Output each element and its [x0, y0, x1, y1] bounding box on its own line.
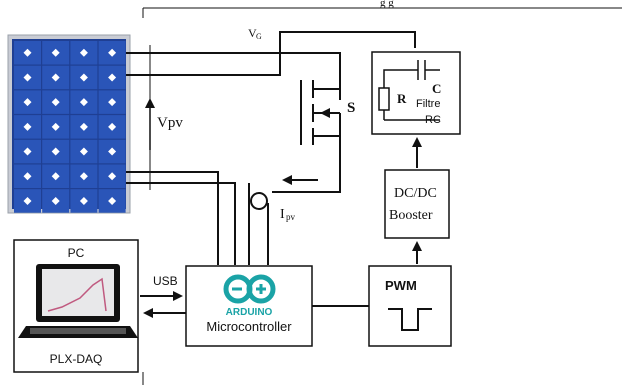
- microcontroller-label: Microcontroller: [206, 319, 292, 334]
- solar-cell-highlight: [79, 122, 88, 131]
- solar-cell-highlight: [79, 147, 88, 156]
- usb-label: USB: [153, 274, 178, 288]
- solar-cell-highlight: [79, 172, 88, 181]
- pc-label: PC: [68, 246, 85, 260]
- solar-cell-highlight: [23, 147, 32, 156]
- current-sensor-icon: [250, 192, 268, 210]
- solar-cell-highlight: [51, 196, 60, 205]
- solar-cell-highlight: [51, 98, 60, 107]
- solar-cell-highlight: [23, 73, 32, 82]
- solar-cell-highlight: [108, 98, 117, 107]
- svg-text:G: G: [256, 32, 262, 41]
- solar-cell-highlight: [23, 48, 32, 57]
- microcontroller-box: [185, 265, 313, 347]
- arduino-logo-icon: [223, 274, 276, 304]
- pwm-pulse-icon: [388, 308, 432, 331]
- solar-cell-highlight: [79, 196, 88, 205]
- solar-panel-icon: [7, 34, 131, 214]
- mosfet-arrow-icon: [320, 108, 330, 118]
- caption-fragment: g g: [380, 0, 394, 9]
- solar-cell-highlight: [79, 48, 88, 57]
- resistor-label: R: [397, 91, 407, 106]
- solar-cell-highlight: [108, 122, 117, 131]
- dcdc-booster-box: [384, 169, 450, 239]
- solar-cell-highlight: [51, 147, 60, 156]
- pwm-box: [368, 265, 452, 347]
- vpv-label: Vpv: [157, 115, 183, 131]
- ipv-label: I pv: [280, 207, 296, 222]
- solar-cell-highlight: [108, 73, 117, 82]
- pwm-label: PWM: [385, 278, 417, 293]
- mosfet-switch-icon: [300, 80, 341, 145]
- laptop-icon: [18, 264, 138, 338]
- svg-text:pv: pv: [286, 212, 296, 222]
- solar-cell-highlight: [23, 98, 32, 107]
- solar-cell-highlight: [108, 48, 117, 57]
- resistor-icon: [378, 87, 390, 111]
- svg-text:V: V: [248, 26, 257, 40]
- svg-text:I: I: [280, 207, 285, 222]
- dcdc-label-line1: DC/DC: [394, 186, 437, 201]
- solar-cell-highlight: [51, 122, 60, 131]
- solar-cell-highlight: [51, 48, 60, 57]
- solar-cell-highlight: [51, 172, 60, 181]
- solar-cell-highlight: [79, 73, 88, 82]
- dcdc-label-line2: Booster: [389, 208, 433, 223]
- solar-cell-highlight: [108, 172, 117, 181]
- solar-cell-highlight: [108, 147, 117, 156]
- switch-label: S: [347, 100, 355, 116]
- vg-label: V G: [248, 26, 262, 41]
- arduino-label: ARDUINO: [226, 307, 273, 318]
- solar-cell-highlight: [23, 122, 32, 131]
- solar-cell-highlight: [108, 196, 117, 205]
- solar-cell-highlight: [79, 98, 88, 107]
- filtre-label-line1: Filtre: [416, 98, 440, 110]
- solar-cell-highlight: [23, 172, 32, 181]
- solar-cell-highlight: [51, 73, 60, 82]
- capacitor-label: C: [432, 81, 441, 96]
- filtre-label-line2: RC: [425, 114, 441, 126]
- plx-daq-label: PLX-DAQ: [50, 352, 103, 366]
- solar-cell-highlight: [23, 196, 32, 205]
